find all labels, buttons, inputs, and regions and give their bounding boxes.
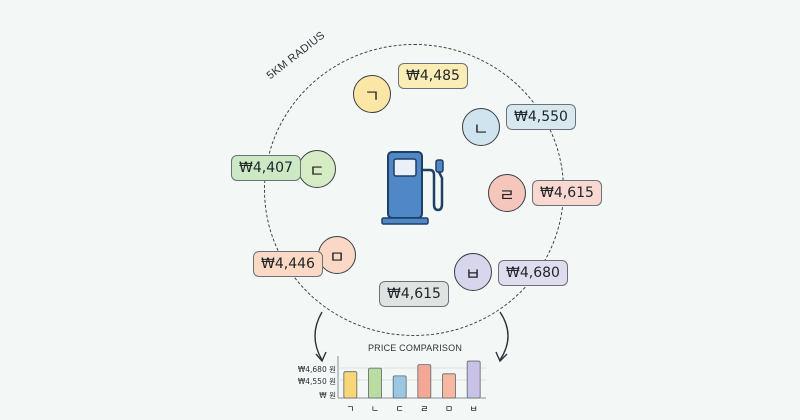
station-rieul[interactable]: ㄹ [488,174,526,212]
x-tick-label: ㄱ [346,405,355,415]
price-rieul-text: ₩4,615 [540,185,594,201]
price-giyeok-text: ₩4,485 [406,68,460,84]
bar-4 [442,373,456,399]
station-mieum[interactable]: ㅁ [318,236,356,274]
station-digeut-glyph: ㄷ [309,161,325,182]
y-tick-label: ₩4,680 원 [297,365,336,374]
price-nieun-text: ₩4,550 [514,109,568,125]
station-giyeok[interactable]: ㄱ [353,75,391,113]
chart-title: PRICE COMPARISON [367,343,463,353]
station-rieul-glyph: ㄹ [499,185,515,206]
station-nieun-glyph: ㄴ [473,119,489,140]
price-tag-center[interactable]: ₩4,615 [379,281,449,307]
station-mieum-glyph: ㅁ [329,247,345,268]
x-tick-label: ㅁ [444,405,454,415]
price-bieup-text: ₩4,680 [506,265,560,281]
x-tick-label: ㅂ [469,405,478,415]
bar-3 [417,364,432,399]
price-tag-mieum[interactable]: ₩4,446 [253,251,323,277]
x-tick-label: ㄹ [420,405,429,415]
bar-2 [392,375,407,399]
y-tick-label: ₩ 원 [319,391,336,400]
price-tag-bieup[interactable]: ₩4,680 [498,260,568,286]
station-bieup[interactable]: ㅂ [454,253,492,291]
price-tag-rieul[interactable]: ₩4,615 [532,180,602,206]
bar-1 [368,367,382,399]
price-digeut-text: ₩4,407 [239,160,293,176]
x-tick-label: ㄴ [370,405,380,415]
price-tag-nieun[interactable]: ₩4,550 [506,104,576,130]
price-mieum-text: ₩4,446 [261,256,315,272]
price-tag-digeut[interactable]: ₩4,407 [231,155,301,181]
bar-0 [343,371,358,399]
station-giyeok-glyph: ㄱ [364,86,380,107]
station-bieup-glyph: ㅂ [465,264,481,285]
fuel-pump-icon [381,151,444,225]
price-center-text: ₩4,615 [387,286,441,302]
x-tick-label: ㄷ [395,405,404,415]
station-digeut[interactable]: ㄷ [298,150,336,188]
y-tick-label: ₩4,550 원 [297,377,336,386]
station-nieun[interactable]: ㄴ [462,108,500,146]
price-tag-giyeok[interactable]: ₩4,485 [398,63,468,89]
bar-5 [466,360,481,399]
